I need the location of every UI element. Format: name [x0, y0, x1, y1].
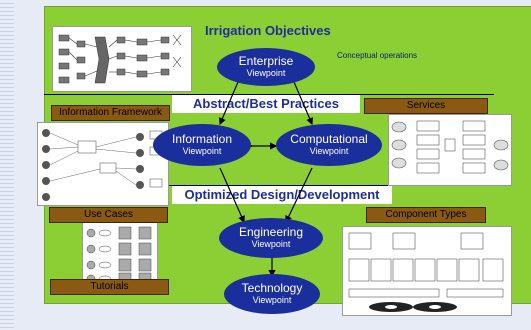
technology-viewpoint-name: Technology [241, 281, 303, 295]
enterprise-viewpoint: Enterprise Viewpoint [217, 48, 315, 86]
conceptual-operations-label: Conceptual operations [337, 51, 418, 60]
enterprise-process-thumbnail [52, 26, 192, 92]
services-thumbnail [388, 114, 512, 186]
information-viewpoint: Information Viewpoint [153, 124, 251, 166]
divider-bottom [44, 185, 494, 186]
technology-viewpoint-sub: Viewpoint [252, 295, 292, 305]
computational-viewpoint-name: Computational [290, 132, 368, 146]
engineering-viewpoint-sub: Viewpoint [251, 239, 291, 249]
slide-thumbnail-strip [0, 0, 14, 330]
component-types-thumbnail [342, 226, 512, 316]
tutorials-tag: Tutorials [50, 279, 169, 295]
use-cases-tag: Use Cases [49, 207, 168, 223]
information-framework-tag: Information Framework [51, 105, 170, 121]
computational-viewpoint: Computational Viewpoint [276, 124, 382, 166]
enterprise-viewpoint-name: Enterprise [238, 54, 294, 68]
computational-viewpoint-sub: Viewpoint [309, 146, 349, 156]
component-types-tag: Component Types [366, 207, 486, 223]
abstract-band: Abstract/Best Practices [172, 95, 360, 113]
diagram-title: Irrigation Objectives [205, 23, 331, 38]
services-tag: Services [364, 98, 488, 114]
enterprise-viewpoint-sub: Viewpoint [246, 68, 286, 78]
information-framework-thumbnail [37, 122, 169, 206]
divider-top [44, 94, 494, 95]
technology-viewpoint: Technology Viewpoint [224, 274, 320, 314]
information-viewpoint-name: Information [171, 132, 233, 146]
information-viewpoint-sub: Viewpoint [182, 146, 222, 156]
engineering-viewpoint: Engineering Viewpoint [219, 218, 323, 258]
engineering-viewpoint-name: Engineering [238, 225, 304, 239]
